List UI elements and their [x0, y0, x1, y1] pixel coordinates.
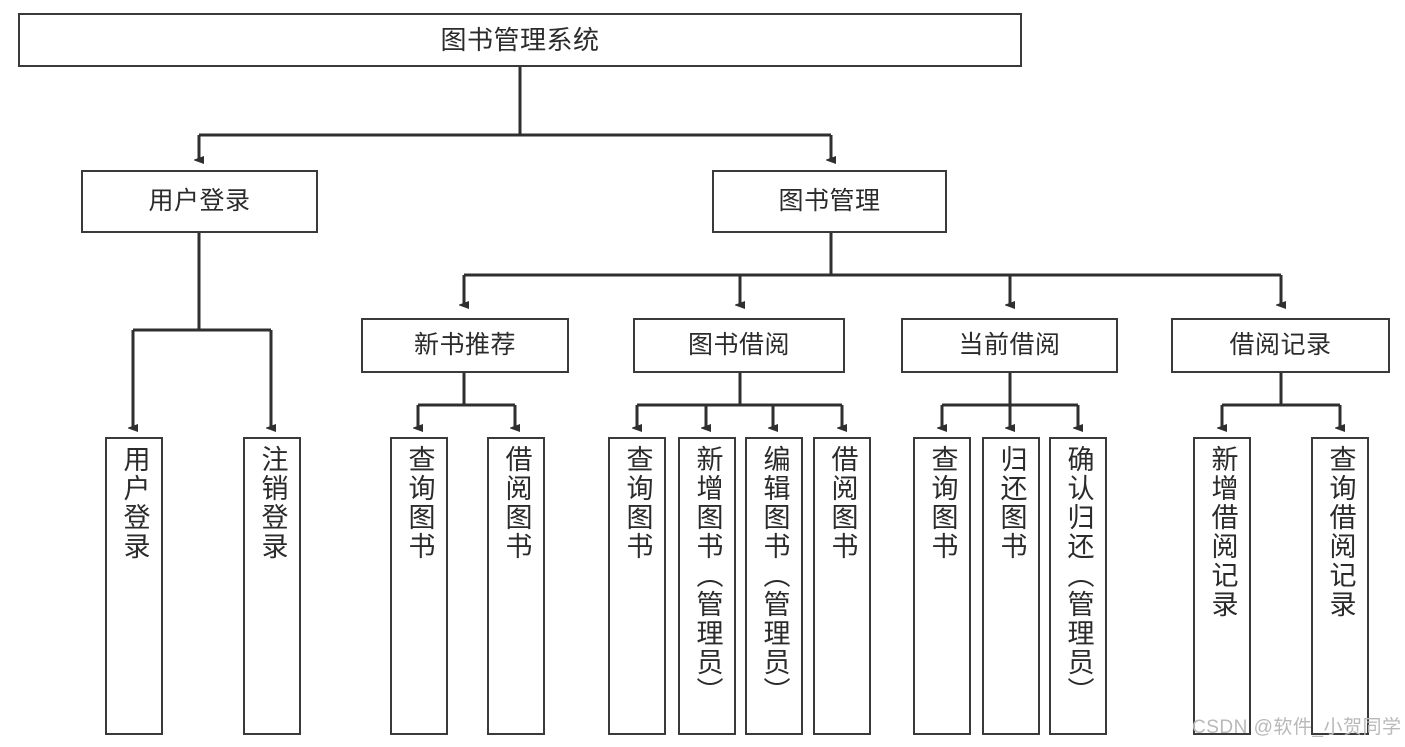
node-leaf-add-borrow-record[interactable]: 新增借阅记录	[1193, 437, 1251, 735]
node-leaf-add-book-admin[interactable]: 新增图书（管理员）	[678, 437, 736, 735]
node-current-borrow[interactable]: 当前借阅	[901, 318, 1118, 373]
node-label: 图书管理	[778, 186, 881, 215]
node-label: 当前借阅	[958, 330, 1061, 359]
node-leaf-query-book-current[interactable]: 查询图书	[913, 437, 971, 735]
node-label: 确认归还（管理员）	[1063, 445, 1094, 706]
node-leaf-confirm-return-admin[interactable]: 确认归还（管理员）	[1049, 437, 1107, 735]
node-leaf-borrow-book-new[interactable]: 借阅图书	[487, 437, 545, 735]
node-label: 借阅图书	[827, 445, 858, 561]
node-label: 查询图书	[622, 445, 653, 561]
node-label: 新书推荐	[413, 330, 516, 359]
node-leaf-logout[interactable]: 注销登录	[243, 437, 301, 735]
node-label: 归还图书	[996, 445, 1027, 561]
node-leaf-return-book[interactable]: 归还图书	[982, 437, 1040, 735]
node-leaf-query-borrow-record[interactable]: 查询借阅记录	[1311, 437, 1369, 735]
node-label: 新增图书（管理员）	[692, 445, 723, 706]
watermark-text: CSDN @软件_小贺同学	[1192, 717, 1402, 738]
node-user-login[interactable]: 用户登录	[81, 170, 318, 233]
node-book-management[interactable]: 图书管理	[712, 170, 947, 233]
node-leaf-edit-book-admin[interactable]: 编辑图书（管理员）	[745, 437, 803, 735]
node-leaf-query-book-new[interactable]: 查询图书	[390, 437, 448, 735]
node-borrow-records[interactable]: 借阅记录	[1171, 318, 1390, 373]
node-label: 图书管理系统	[440, 24, 600, 55]
node-label: 借阅记录	[1229, 330, 1332, 359]
node-leaf-user-login[interactable]: 用户登录	[105, 437, 163, 735]
node-label: 借阅图书	[501, 445, 532, 561]
node-label: 图书借阅	[687, 330, 790, 359]
node-label: 编辑图书（管理员）	[759, 445, 790, 706]
node-label: 查询图书	[927, 445, 958, 561]
node-book-borrow[interactable]: 图书借阅	[633, 318, 845, 373]
node-label: 新增借阅记录	[1207, 445, 1238, 619]
node-root-system[interactable]: 图书管理系统	[18, 13, 1022, 67]
node-label: 查询图书	[404, 445, 435, 561]
node-label: 用户登录	[119, 445, 150, 561]
node-label: 注销登录	[257, 445, 288, 561]
node-label: 用户登录	[148, 186, 251, 215]
node-leaf-borrow-book[interactable]: 借阅图书	[813, 437, 871, 735]
node-new-book-recommend[interactable]: 新书推荐	[361, 318, 569, 373]
node-label: 查询借阅记录	[1325, 445, 1356, 619]
node-leaf-query-book-borrow[interactable]: 查询图书	[608, 437, 666, 735]
